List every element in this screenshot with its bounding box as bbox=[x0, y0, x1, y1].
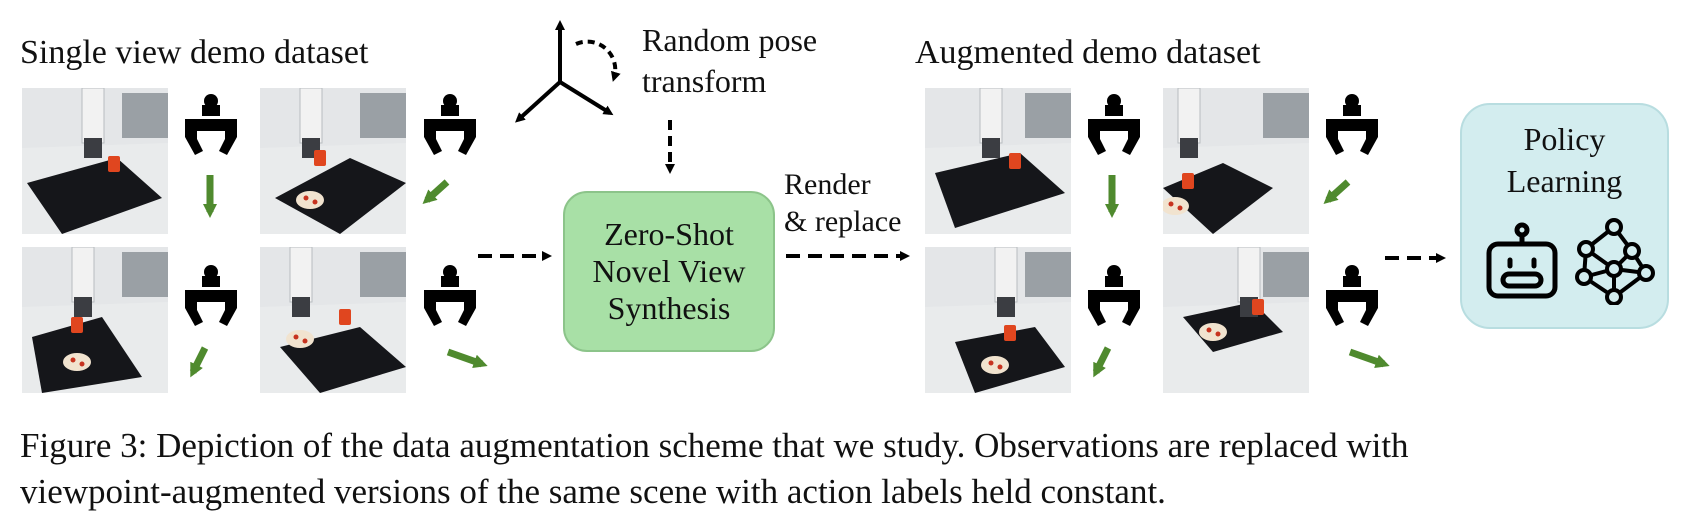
demo-image-3 bbox=[22, 247, 168, 393]
gripper-icon bbox=[1326, 94, 1378, 155]
zero-shot-line3: Synthesis bbox=[607, 290, 731, 326]
axes-rotation-icon bbox=[515, 20, 621, 123]
zero-shot-line2: Novel View bbox=[592, 253, 746, 289]
action-arrow bbox=[446, 348, 488, 368]
gripper-icon bbox=[424, 94, 476, 155]
augmented-image-2 bbox=[1163, 88, 1309, 234]
single-view-title: Single view demo dataset bbox=[20, 34, 369, 71]
zero-shot-line1: Zero-Shot bbox=[604, 216, 734, 252]
augmented-image-1 bbox=[925, 88, 1071, 234]
demo-image-2 bbox=[260, 88, 406, 234]
augmented-image-3 bbox=[925, 247, 1071, 393]
augmented-image-4 bbox=[1163, 247, 1309, 393]
caption-line1: Figure 3: Depiction of the data augmenta… bbox=[20, 426, 1409, 465]
action-arrow bbox=[1092, 346, 1112, 378]
gripper-icon bbox=[185, 265, 237, 326]
neural-network-icon bbox=[1575, 218, 1655, 305]
action-arrow bbox=[422, 179, 450, 205]
pose-text-line2: transform bbox=[642, 63, 767, 99]
demo-image-4 bbox=[260, 247, 406, 393]
demo-image-1 bbox=[22, 88, 168, 234]
policy-line1: Policy bbox=[1523, 121, 1606, 157]
action-arrow bbox=[1348, 348, 1390, 368]
policy-learning-box: Policy Learning bbox=[1460, 103, 1669, 329]
gripper-icon bbox=[1088, 94, 1140, 155]
zero-shot-box: Zero-Shot Novel View Synthesis bbox=[563, 191, 775, 352]
render-text-line2: & replace bbox=[784, 205, 902, 238]
gripper-icon bbox=[1088, 265, 1140, 326]
gripper-icon bbox=[1326, 265, 1378, 326]
action-arrow bbox=[189, 346, 209, 378]
action-arrow bbox=[1323, 179, 1351, 205]
gripper-icon bbox=[185, 94, 237, 155]
robot-face-icon bbox=[1486, 222, 1558, 299]
augmented-title: Augmented demo dataset bbox=[915, 34, 1261, 71]
render-text-line1: Render bbox=[784, 168, 871, 201]
policy-line2: Learning bbox=[1506, 163, 1623, 199]
pose-text-line1: Random pose bbox=[642, 22, 818, 58]
gripper-icon bbox=[424, 265, 476, 326]
caption-line2: viewpoint-augmented versions of the same… bbox=[20, 472, 1166, 511]
